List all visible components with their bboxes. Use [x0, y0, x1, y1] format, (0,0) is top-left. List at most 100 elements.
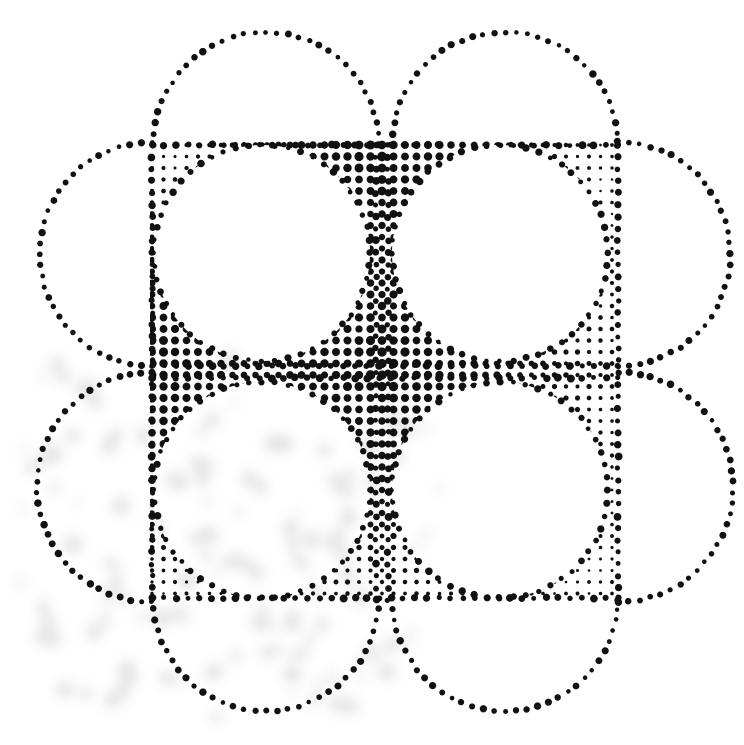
- halftone-dot: [564, 534, 568, 538]
- halftone-dot: [586, 372, 591, 377]
- outline-dot: [610, 109, 615, 114]
- outline-dot: [385, 573, 391, 579]
- halftone-dot: [471, 395, 478, 402]
- halftone-dot: [310, 452, 317, 459]
- halftone-dot: [436, 188, 443, 195]
- outline-dot: [616, 394, 621, 399]
- outline-dot: [401, 436, 408, 443]
- halftone-dot: [610, 247, 613, 250]
- halftone-dot: [229, 406, 235, 412]
- outline-dot: [373, 226, 378, 231]
- halftone-dot: [332, 452, 339, 459]
- halftone-dot: [494, 441, 501, 448]
- halftone-dot: [264, 280, 271, 287]
- halftone-dot: [252, 418, 259, 425]
- halftone-dot: [401, 463, 408, 470]
- halftone-dot: [402, 510, 408, 516]
- halftone-dot: [575, 373, 579, 377]
- halftone-dot: [599, 511, 602, 514]
- outline-dot: [372, 357, 378, 363]
- halftone-dot: [344, 463, 351, 470]
- outline-dot: [448, 362, 455, 369]
- outline-dot: [49, 540, 56, 547]
- halftone-dot: [470, 176, 477, 183]
- halftone-dot: [483, 522, 489, 528]
- outline-dot: [408, 189, 415, 196]
- outline-dot: [292, 362, 299, 369]
- halftone-dot: [552, 511, 556, 515]
- halftone-dot: [483, 280, 489, 286]
- halftone-dot: [332, 176, 340, 184]
- halftone-dot: [207, 487, 212, 492]
- halftone-dot: [460, 545, 465, 550]
- halftone-dot: [436, 268, 443, 275]
- halftone-dot: [424, 348, 433, 357]
- halftone-dot: [483, 499, 488, 504]
- outline-dot: [363, 375, 371, 383]
- halftone-dot: [344, 452, 352, 460]
- outline-dot: [298, 386, 303, 391]
- halftone-dot: [494, 395, 500, 401]
- halftone-dot: [437, 545, 442, 550]
- halftone-dot: [610, 293, 614, 297]
- outline-dot: [385, 488, 393, 496]
- outline-dot: [191, 54, 198, 61]
- halftone-dot: [310, 257, 316, 263]
- halftone-dot: [345, 557, 349, 561]
- halftone-dot: [229, 337, 236, 344]
- outline-dot: [695, 330, 700, 335]
- halftone-dot: [494, 257, 500, 263]
- halftone-dot: [264, 303, 271, 310]
- halftone-dot: [448, 188, 454, 194]
- halftone-dot: [563, 269, 568, 274]
- outline-dot: [269, 595, 276, 602]
- halftone-dot: [275, 211, 281, 217]
- outline-dot: [148, 548, 155, 555]
- halftone-dot: [276, 487, 281, 492]
- halftone-dot: [195, 257, 201, 263]
- halftone-dot: [218, 280, 224, 286]
- halftone-dot: [402, 268, 408, 274]
- smudge-speck: [108, 576, 123, 591]
- outline-dot: [416, 178, 424, 186]
- halftone-dot: [252, 337, 259, 344]
- halftone-dot: [241, 430, 247, 436]
- halftone-dot: [254, 592, 257, 595]
- halftone-dot: [447, 176, 455, 184]
- smudge-speck: [44, 629, 62, 647]
- outline-dot: [317, 142, 323, 148]
- halftone-dot: [159, 382, 167, 390]
- outline-dot: [730, 478, 737, 485]
- halftone-dot: [460, 522, 465, 527]
- halftone-dot: [529, 384, 535, 390]
- halftone-dot: [217, 417, 225, 425]
- outline-dot: [178, 178, 185, 185]
- outline-dot: [586, 426, 591, 431]
- halftone-dot: [447, 164, 454, 171]
- halftone-dot: [505, 314, 511, 320]
- outline-dot: [150, 573, 155, 578]
- halftone-dot: [436, 348, 444, 356]
- halftone-dot: [564, 166, 568, 170]
- outline-dot: [396, 526, 402, 532]
- halftone-dot: [494, 464, 500, 470]
- halftone-dot: [563, 315, 569, 321]
- outline-dot: [565, 48, 570, 53]
- outline-dot: [373, 476, 381, 484]
- outline-dot: [586, 312, 591, 317]
- halftone-dot: [401, 405, 409, 413]
- halftone-dot: [552, 338, 558, 344]
- outline-dot: [480, 32, 485, 37]
- halftone-dot: [184, 177, 189, 182]
- halftone-dot: [495, 569, 498, 572]
- halftone-dot: [160, 510, 166, 516]
- outline-dot: [244, 375, 250, 381]
- halftone-dot: [161, 223, 166, 228]
- lobe-right-top: [614, 138, 734, 369]
- halftone-dot: [575, 476, 580, 481]
- halftone-dot: [598, 430, 602, 434]
- halftone-dot: [275, 165, 281, 171]
- halftone-dot: [310, 418, 317, 425]
- halftone-dot: [552, 315, 557, 320]
- halftone-dot: [575, 327, 579, 331]
